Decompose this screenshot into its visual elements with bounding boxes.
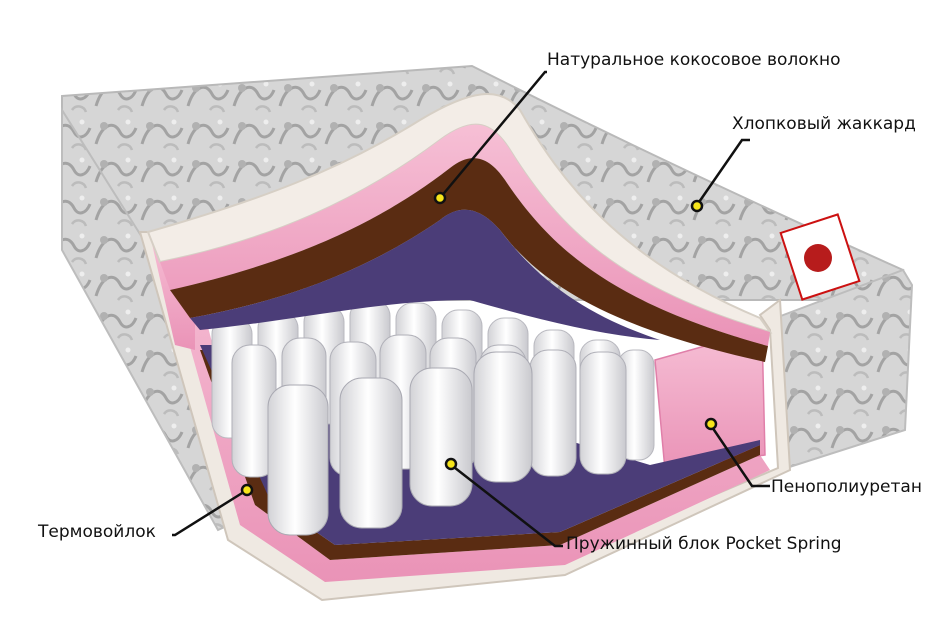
leader-lines (172, 70, 770, 548)
brand-tag-emblem (804, 244, 832, 272)
marker-springs (444, 457, 458, 471)
marker-coir (433, 191, 447, 205)
callout-thermal-felt: Термовойлок (38, 522, 156, 542)
leader-line-jacquard (695, 138, 750, 206)
marker-foam (704, 417, 718, 431)
coir-bottom-layer (200, 350, 760, 560)
peeled-foam-layer (160, 124, 770, 346)
pocket-spring-block (211, 299, 655, 536)
leader-line-felt (172, 488, 248, 537)
leader-line-coir (439, 70, 547, 199)
spring-cell (339, 377, 403, 529)
spring-cell (529, 349, 577, 477)
marker-jacquard (690, 199, 704, 213)
leader-line-springs (449, 463, 563, 548)
peeled-cover-layer (146, 93, 773, 334)
peeled-coir-layer (170, 158, 768, 362)
spring-cell (473, 351, 533, 483)
peeled-felt-layer (190, 209, 660, 340)
spring-cell (579, 351, 627, 475)
callout-coir-fiber: Натуральное кокосовое волокно (547, 50, 841, 70)
callout-pocket-spring: Пружинный блок Pocket Spring (566, 534, 842, 554)
spring-cell (409, 367, 473, 507)
spring-cell (267, 384, 329, 536)
callout-cotton-jacquard: Хлопковый жаккард (732, 114, 916, 134)
marker-felt (240, 483, 254, 497)
callout-polyurethane-foam: Пенополиуретан (771, 477, 922, 497)
leader-line-foam (708, 423, 770, 488)
callout-markers (240, 191, 718, 497)
